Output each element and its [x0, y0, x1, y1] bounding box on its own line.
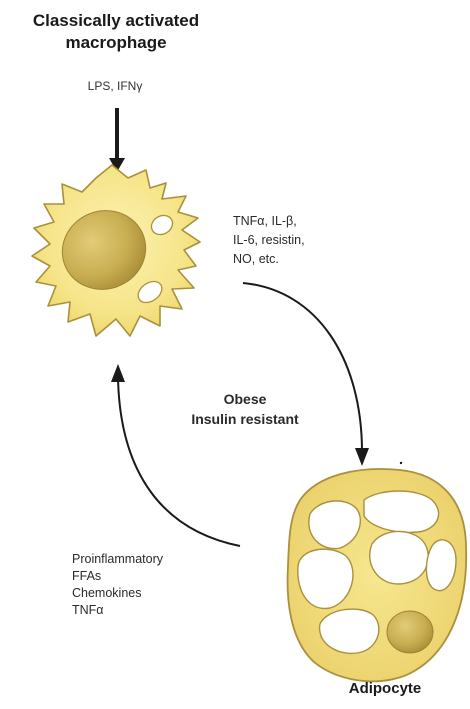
condition-line1: Obese — [140, 389, 350, 409]
adipocyte-secreted-line: FFAs — [72, 568, 163, 585]
macrophage-secreted-factors: TNFα, IL-β, IL-6, resistin, NO, etc. — [233, 212, 305, 269]
adipocyte-secreted-line: Proinflammatory — [72, 551, 163, 568]
adipocyte-cell — [288, 469, 467, 681]
stimulus-label: LPS, IFNγ — [70, 79, 160, 93]
adipocyte-secreted-line: TNFα — [72, 602, 163, 619]
macrophage-title-line2: macrophage — [0, 32, 232, 54]
stimulus-arrow — [109, 108, 125, 172]
macrophage-title: Classically activated macrophage — [0, 10, 232, 54]
macrophage-title-line1: Classically activated — [0, 10, 232, 32]
macrophage-to-adipocyte-arrow — [243, 283, 369, 466]
macrophage-cell — [32, 165, 200, 336]
adipocyte-secreted-line: Chemokines — [72, 585, 163, 602]
macrophage-secreted-line: TNFα, IL-β, — [233, 212, 305, 231]
condition-label: Obese Insulin resistant — [140, 389, 350, 429]
adipocyte-secreted-factors: Proinflammatory FFAs Chemokines TNFα — [72, 551, 163, 619]
adipocyte-label: Adipocyte — [300, 680, 470, 697]
speck-mark — [400, 462, 402, 464]
condition-line2: Insulin resistant — [140, 409, 350, 429]
macrophage-secreted-line: IL-6, resistin, — [233, 231, 305, 250]
macrophage-secreted-line: NO, etc. — [233, 250, 305, 269]
